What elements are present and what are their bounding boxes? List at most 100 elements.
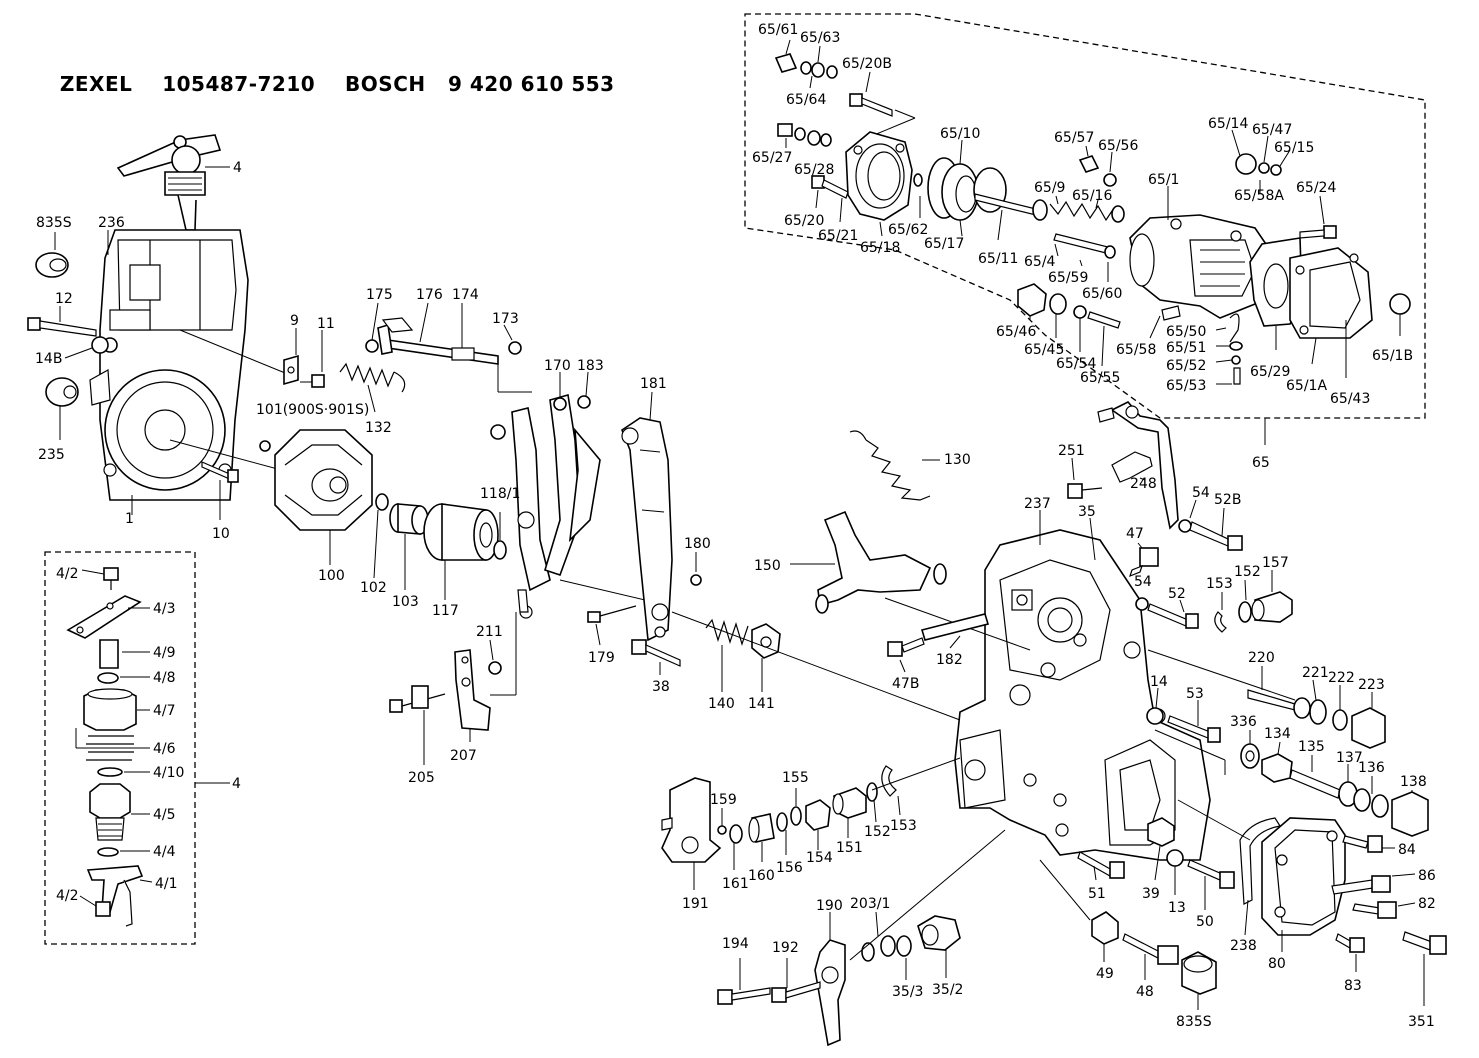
plate-207-part [454, 649, 491, 742]
bracket-9-part [283, 328, 299, 386]
label-65-group: 65 [1252, 455, 1270, 471]
aneroid-4-parts [66, 567, 153, 927]
label-170: 170 [544, 358, 571, 374]
linkage-170-part [490, 371, 601, 619]
label-207: 207 [450, 748, 477, 764]
bolt-84-part [1342, 835, 1395, 853]
spring-140-part [705, 618, 749, 692]
label-101: 101(900S·901S) [256, 402, 369, 418]
label-153-right: 153 [1206, 576, 1233, 592]
lever-150-part [790, 510, 947, 614]
label-221: 221 [1302, 665, 1329, 681]
label-151: 151 [836, 840, 863, 856]
label-14b: 14B [35, 351, 62, 367]
label-4-top: 4 [233, 160, 242, 176]
nut-173-part [503, 324, 522, 355]
label-155: 155 [782, 770, 809, 786]
part-labels: 4 835S 236 12 14B 235 1 10 9 11 101(900S… [35, 22, 1436, 1030]
ring-152-part [1238, 579, 1252, 623]
label-65-51: 65/51 [1166, 340, 1206, 356]
label-4-2-top: 4/2 [56, 566, 79, 582]
label-152-mid: 152 [864, 824, 891, 840]
washer-13-part [1166, 849, 1184, 895]
label-211: 211 [476, 624, 503, 640]
washer-336-part [1240, 730, 1260, 769]
label-65-45: 65/45 [1024, 342, 1064, 358]
label-235: 235 [38, 447, 65, 463]
label-65-1a: 65/1A [1286, 378, 1327, 394]
label-203-1: 203/1 [850, 896, 890, 912]
bolt-52-part [1147, 599, 1199, 629]
label-137: 137 [1336, 750, 1363, 766]
bolt-251-part [1067, 457, 1103, 499]
label-118-1: 118/1 [480, 486, 520, 502]
label-65-1b: 65/1B [1372, 348, 1413, 364]
spring-155-part [790, 788, 802, 826]
label-54-mid: 54 [1134, 574, 1152, 590]
label-65-1: 65/1 [1148, 172, 1179, 188]
screw-220-part [1247, 666, 1296, 711]
page-title: ZEXEL 105487-7210 BOSCH 9 420 610 553 [30, 48, 615, 120]
label-159: 159 [710, 792, 737, 808]
label-11: 11 [317, 316, 335, 332]
pin-182-part [920, 613, 990, 649]
lever-181-part [621, 391, 673, 642]
label-192: 192 [772, 940, 799, 956]
label-4-group: 4 [232, 776, 241, 792]
label-65-20: 65/20 [784, 213, 824, 229]
label-65-20b: 65/20B [842, 56, 892, 72]
label-182: 182 [936, 652, 963, 668]
label-65-4: 65/4 [1024, 254, 1056, 270]
aneroid-group-boundary [44, 551, 196, 945]
label-222: 222 [1328, 670, 1355, 686]
label-65-43: 65/43 [1330, 391, 1370, 407]
label-4-1: 4/1 [155, 876, 178, 892]
label-65-18: 65/18 [860, 240, 900, 256]
title-brand-bosch: BOSCH [345, 72, 426, 96]
title-zexel-number: 105487-7210 [162, 72, 316, 96]
label-65-47: 65/47 [1252, 122, 1292, 138]
governor-65-parts [774, 39, 1411, 385]
label-190: 190 [816, 898, 843, 914]
bushing-35-2-part [917, 915, 961, 978]
label-180: 180 [684, 536, 711, 552]
label-10: 10 [212, 526, 230, 542]
label-223: 223 [1358, 677, 1385, 693]
nut-14b-part [64, 336, 109, 359]
label-4-6: 4/6 [153, 741, 176, 757]
label-351: 351 [1408, 1014, 1435, 1030]
label-65-17: 65/17 [924, 236, 964, 252]
nut-154-part [805, 799, 831, 850]
washer-222-part [1332, 685, 1348, 731]
label-4-9: 4/9 [153, 645, 176, 661]
nut-49-part [1091, 911, 1119, 962]
label-103: 103 [392, 594, 419, 610]
label-4-8: 4/8 [153, 670, 176, 686]
label-153-mid: 153 [890, 818, 917, 834]
spring-130-part [849, 430, 940, 501]
washer-102-part [373, 493, 389, 579]
label-65-58a: 65/58A [1234, 188, 1284, 204]
screw-10-part [201, 461, 239, 520]
plug-157-part [1251, 570, 1293, 623]
clip-211-part [488, 639, 502, 675]
label-35-2: 35/2 [932, 982, 963, 998]
label-35-3: 35/3 [892, 984, 923, 1000]
label-65-14: 65/14 [1208, 116, 1248, 132]
ring-152b-part [866, 782, 878, 823]
label-65-56: 65/56 [1098, 138, 1138, 154]
label-4-5: 4/5 [153, 807, 176, 823]
label-13: 13 [1168, 900, 1186, 916]
cap-835s-part [1181, 951, 1217, 1010]
label-65-46: 65/46 [996, 324, 1036, 340]
label-65-55: 65/55 [1080, 370, 1120, 386]
label-65-62: 65/62 [888, 222, 928, 238]
washer-136-part [1353, 776, 1389, 818]
label-52b: 52B [1214, 492, 1241, 508]
label-65-11: 65/11 [978, 251, 1018, 267]
block-191-part [661, 777, 722, 890]
label-65-58: 65/58 [1116, 342, 1156, 358]
label-65-27: 65/27 [752, 150, 792, 166]
clip-153-part [1214, 592, 1227, 633]
label-835s-bottom: 835S [1176, 1014, 1212, 1030]
